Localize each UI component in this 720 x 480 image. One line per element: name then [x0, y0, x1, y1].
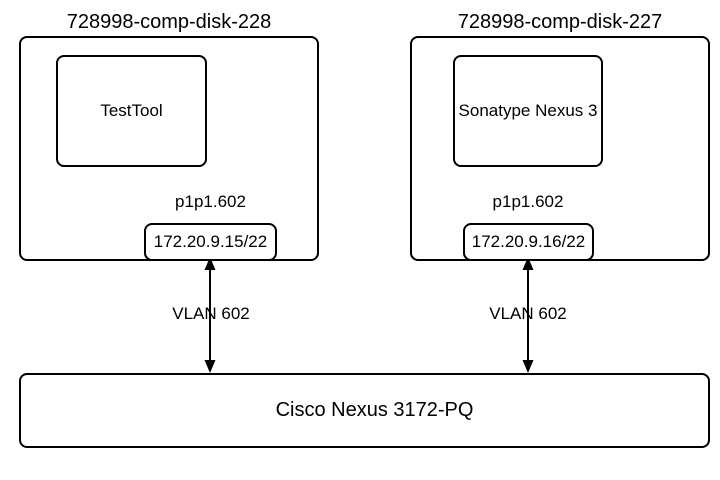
switch-label: Cisco Nexus 3172-PQ: [275, 399, 474, 421]
vlan-link-arrow-right: [522, 257, 534, 373]
server-node-right: Sonatype Nexus 3 p1p1.602 172.20.9.16/22: [410, 36, 710, 261]
vlan-label-left: VLAN 602: [172, 304, 250, 323]
app-node-right: Sonatype Nexus 3: [453, 55, 603, 167]
switch-node: Cisco Nexus 3172-PQ: [19, 373, 710, 448]
app-node-left: TestTool: [56, 55, 207, 167]
vlan-label-right: VLAN 602: [489, 304, 567, 323]
server-node-left: TestTool p1p1.602 172.20.9.15/22: [19, 36, 319, 261]
ip-label-right: 172.20.9.16/22: [471, 232, 586, 251]
ip-node-left: 172.20.9.15/22: [144, 223, 277, 261]
app-label-right: Sonatype Nexus 3: [458, 101, 598, 120]
ip-node-right: 172.20.9.16/22: [463, 223, 594, 261]
port-label-right: p1p1.602: [492, 192, 564, 211]
app-label-left: TestTool: [100, 101, 163, 120]
server-title-right: 728998-comp-disk-227: [457, 11, 663, 33]
server-title-left: 728998-comp-disk-228: [66, 11, 272, 33]
port-label-left: p1p1.602: [175, 192, 246, 211]
vlan-link-arrow-left: [204, 257, 216, 373]
ip-label-left: 172.20.9.15/22: [153, 232, 268, 251]
